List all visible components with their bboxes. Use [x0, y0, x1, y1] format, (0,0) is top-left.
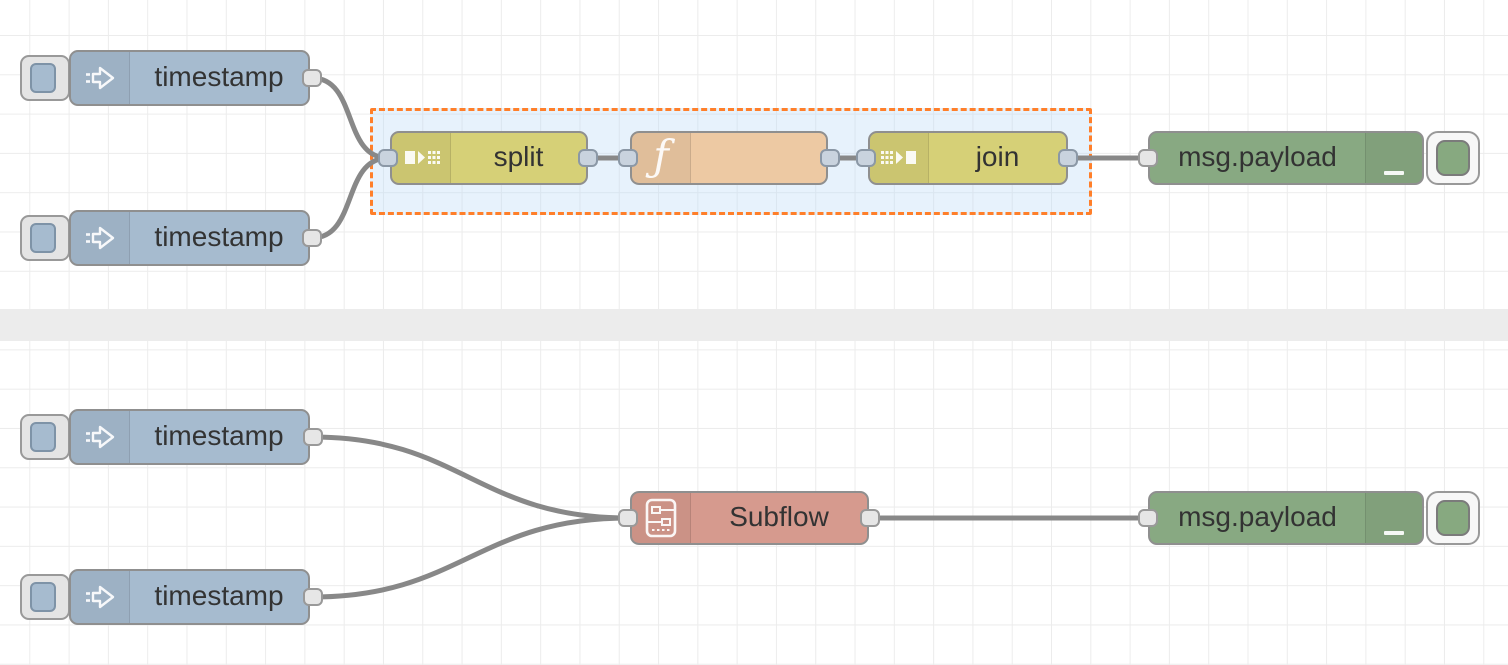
node-icon-region: ƒ [632, 133, 691, 183]
port-input-split[interactable] [378, 149, 398, 167]
inject-button-pad[interactable] [30, 223, 56, 253]
node-label: msg.payload [1178, 141, 1337, 172]
node-icon-region [1365, 493, 1422, 543]
inject-arrow-icon [82, 220, 118, 256]
inject-button[interactable] [20, 414, 70, 460]
port-input-join[interactable] [856, 149, 876, 167]
port-output-split[interactable] [578, 149, 598, 167]
inject-button[interactable] [20, 215, 70, 261]
inject-button[interactable] [20, 55, 70, 101]
inject-arrow-icon [82, 419, 118, 455]
node-debug-2[interactable]: msg.payload [1148, 491, 1424, 545]
node-label: timestamp [154, 420, 284, 451]
node-icon-region [71, 212, 130, 264]
node-icon-region [632, 493, 691, 543]
inject-arrow-icon [82, 60, 118, 96]
node-inject-timestamp-3[interactable]: timestamp [69, 409, 310, 465]
wire-inject3-to-subflow[interactable] [310, 434, 631, 521]
node-split[interactable]: split [390, 131, 588, 185]
debug-toggle-button[interactable] [1426, 491, 1480, 545]
section-divider [0, 309, 1508, 341]
debug-lines-icon [1381, 141, 1407, 175]
node-label: timestamp [154, 580, 284, 611]
inject-button-pad[interactable] [30, 422, 56, 452]
port-input-debug-1[interactable] [1138, 149, 1158, 167]
port-output-inject-1[interactable] [302, 69, 322, 87]
port-output-join[interactable] [1058, 149, 1078, 167]
port-input-subflow[interactable] [618, 509, 638, 527]
node-label: msg.payload [1178, 501, 1337, 532]
join-icon [880, 141, 918, 175]
inject-button-pad[interactable] [30, 63, 56, 93]
node-label: timestamp [154, 61, 284, 92]
node-inject-timestamp-1[interactable]: timestamp [69, 50, 310, 106]
wire-inject4-to-subflow[interactable] [310, 515, 631, 600]
node-label: Subflow [729, 501, 829, 532]
port-output-function[interactable] [820, 149, 840, 167]
inject-button[interactable] [20, 574, 70, 620]
port-output-inject-4[interactable] [303, 588, 323, 606]
node-label [691, 133, 826, 183]
node-function[interactable]: ƒ [630, 131, 828, 185]
node-inject-timestamp-4[interactable]: timestamp [69, 569, 310, 625]
debug-toggle-button[interactable] [1426, 131, 1480, 185]
port-input-debug-2[interactable] [1138, 509, 1158, 527]
port-output-inject-3[interactable] [303, 428, 323, 446]
port-output-inject-2[interactable] [302, 229, 322, 247]
node-inject-timestamp-2[interactable]: timestamp [69, 210, 310, 266]
debug-lines-icon [1381, 501, 1407, 535]
split-icon [402, 141, 440, 175]
node-debug-1[interactable]: msg.payload [1148, 131, 1424, 185]
node-label: join [975, 141, 1020, 172]
node-icon-region [71, 571, 130, 623]
node-icon-region [870, 133, 929, 183]
node-icon-region [71, 52, 130, 104]
inject-arrow-icon [82, 579, 118, 615]
node-subflow[interactable]: Subflow [630, 491, 869, 545]
port-input-function[interactable] [618, 149, 638, 167]
function-f-icon: ƒ [653, 131, 669, 180]
node-icon-region [392, 133, 451, 183]
subflow-icon [644, 497, 678, 539]
node-icon-region [1365, 133, 1422, 183]
node-icon-region [71, 411, 130, 463]
wire-inject2-to-split[interactable] [309, 155, 391, 241]
debug-toggle-pad[interactable] [1436, 140, 1470, 176]
inject-button-pad[interactable] [30, 582, 56, 612]
node-join[interactable]: join [868, 131, 1068, 185]
wire-inject1-to-split[interactable] [309, 75, 391, 161]
node-label: split [493, 141, 544, 172]
node-label: timestamp [154, 221, 284, 252]
debug-toggle-pad[interactable] [1436, 500, 1470, 536]
port-output-subflow[interactable] [860, 509, 880, 527]
